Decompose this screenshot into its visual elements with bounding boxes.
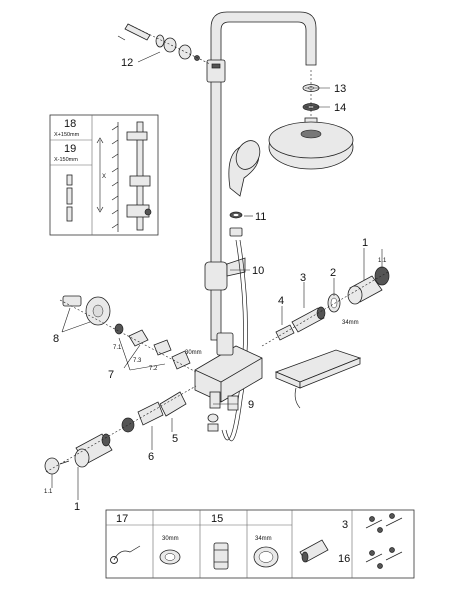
screws-16	[365, 547, 403, 569]
ring-34mm	[253, 546, 279, 568]
part-7-parts	[114, 323, 191, 370]
overhead-shower-head	[268, 117, 354, 170]
callout-13: 13	[334, 83, 346, 95]
table-dim-30mm: 30mm	[162, 536, 179, 542]
part-1-1-right	[374, 266, 390, 286]
part-5-cartridge	[159, 391, 187, 417]
wrench-icon	[110, 545, 141, 564]
callout-10: 10	[252, 265, 264, 277]
riser-bracket-top	[206, 59, 226, 83]
callout-2: 2	[330, 267, 336, 279]
hand-shower-washer-11	[229, 211, 243, 219]
table-dim-34mm: 34mm	[255, 536, 272, 542]
table-part-15: 15	[211, 513, 223, 525]
part-6-cartridge	[121, 401, 164, 433]
table-part-17: 17	[116, 513, 128, 525]
callout-1-1-left: 1.1	[44, 489, 53, 495]
part-8-handle	[62, 295, 111, 326]
callout-12: 12	[121, 57, 133, 69]
inset-x: X	[102, 174, 106, 180]
inset-rails	[66, 174, 73, 222]
callout-6: 6	[148, 451, 154, 463]
callout-1-right: 1	[362, 237, 368, 249]
callout-9: 9	[248, 399, 254, 411]
inset-length-variants: 18 X+150mm 19 X-150mm X	[49, 114, 159, 236]
left-cartridge-group	[44, 385, 197, 475]
inset-19: 19	[64, 143, 76, 155]
callout-1-left: 1	[74, 501, 80, 513]
hose-nut	[229, 227, 243, 237]
sleeve-15	[213, 542, 229, 570]
callout-7: 7	[108, 369, 114, 381]
nut-30mm	[159, 549, 181, 565]
table-part-16: 16	[338, 553, 350, 565]
callout-4: 4	[278, 295, 284, 307]
callout-11: 11	[255, 211, 266, 223]
cartridge-3-spare	[299, 539, 329, 563]
thermostat-body	[194, 332, 263, 411]
part-1-handle-left	[74, 433, 113, 468]
inset-wall-mount: X	[96, 121, 152, 232]
callout-3: 3	[300, 272, 306, 284]
table-part-3: 3	[342, 519, 348, 531]
shelf-tray	[274, 349, 362, 409]
wall-anchor-set	[117, 23, 211, 65]
part-9-connector	[207, 413, 219, 432]
callout-7-3: 7.3	[133, 358, 142, 364]
hand-shower	[228, 140, 261, 197]
part-3-cartridge	[291, 306, 326, 333]
part-2-ring	[327, 293, 341, 313]
cartridge-group-right	[261, 266, 390, 347]
dimension-34mm: 34mm	[342, 320, 359, 326]
part-1-handle-right	[347, 275, 383, 305]
screws-3	[365, 513, 403, 533]
dimension-30mm: 30mm	[185, 350, 202, 356]
callout-1-1-right: 1.1	[378, 258, 387, 264]
callout-7-2: 7.2	[149, 366, 158, 372]
left-handle-group	[59, 295, 197, 373]
riser-pipe	[210, 11, 317, 341]
leader-lines	[51, 51, 383, 500]
part-4-spindle	[275, 324, 295, 341]
inset-18-sub: X+150mm	[54, 132, 80, 138]
inset-18: 18	[64, 118, 76, 130]
spare-parts-table: 17 15 30mm 34mm 3 16	[105, 509, 415, 579]
callout-8: 8	[53, 333, 59, 345]
callout-7-1: 7.1	[113, 345, 122, 351]
inset-19-sub: X-150mm	[54, 157, 78, 163]
callout-14: 14	[334, 102, 346, 114]
callout-5: 5	[172, 433, 178, 445]
